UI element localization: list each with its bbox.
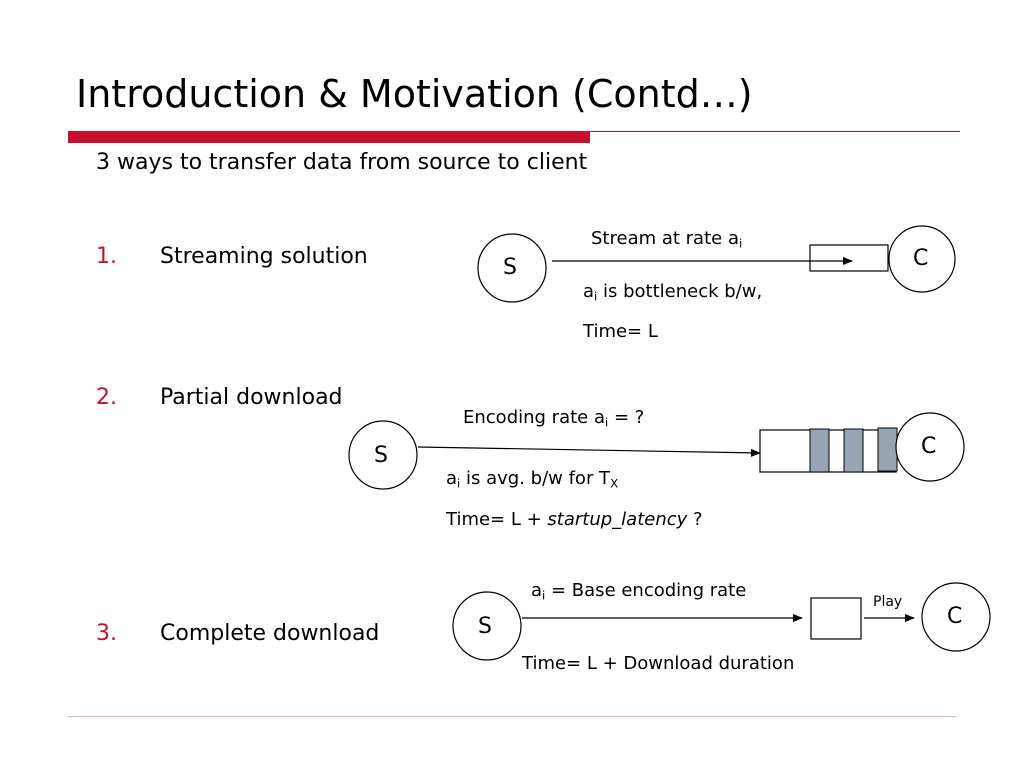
- source-node-3: [452, 591, 522, 661]
- source-node-2: [348, 420, 418, 490]
- diagram-complete: [452, 582, 991, 661]
- download-buffer-3: [810, 597, 862, 640]
- item-1-number: 1.: [96, 244, 117, 269]
- client-node-2: [895, 412, 965, 482]
- play-label: Play: [873, 594, 903, 610]
- item-3-number: 3.: [96, 621, 117, 646]
- item-3-label: Complete download: [160, 621, 380, 646]
- client-node-1: [888, 225, 956, 293]
- title-rule-thick: [68, 131, 590, 143]
- item-2-number: 2.: [96, 385, 117, 410]
- slide-title: Introduction & Motivation (Contd…): [76, 72, 753, 116]
- source-label-2: S: [374, 443, 388, 468]
- title-rule-thin: [590, 131, 960, 132]
- avg-bandwidth-note: ai is avg. b/w for TX: [446, 468, 619, 491]
- source-node-1: [477, 233, 547, 303]
- partial-time-note: Time= L + startup_latency ?: [446, 509, 703, 530]
- buffer-segment: [843, 428, 864, 473]
- client-node-3: [921, 582, 991, 652]
- client-label-2: C: [921, 434, 937, 459]
- diagram-partial: [348, 412, 965, 490]
- item-2-label: Partial download: [160, 385, 343, 410]
- footer-rule: [68, 716, 956, 717]
- bottleneck-note: ai is bottleneck b/w,: [583, 281, 763, 304]
- base-encoding-label: ai = Base encoding rate: [531, 580, 747, 603]
- slide-subtitle: 3 ways to transfer data from source to c…: [96, 150, 588, 175]
- source-label-1: S: [503, 255, 517, 280]
- source-label-3: S: [478, 614, 492, 639]
- item-1-label: Streaming solution: [160, 244, 368, 269]
- stream-rate-label: Stream at rate ai: [591, 228, 743, 251]
- diagram-streaming: [477, 225, 956, 303]
- streaming-time-note: Time= L: [583, 321, 658, 342]
- client-label-3: C: [947, 604, 963, 629]
- transfer-arrow-2: [417, 446, 761, 457]
- complete-time-note: Time= L + Download duration: [522, 653, 795, 674]
- buffer-segment: [809, 428, 830, 473]
- client-label-1: C: [913, 246, 929, 271]
- encoding-rate-label: Encoding rate ai = ?: [463, 407, 645, 430]
- buffer-segment: [877, 427, 898, 472]
- stream-buffer-1: [809, 244, 889, 272]
